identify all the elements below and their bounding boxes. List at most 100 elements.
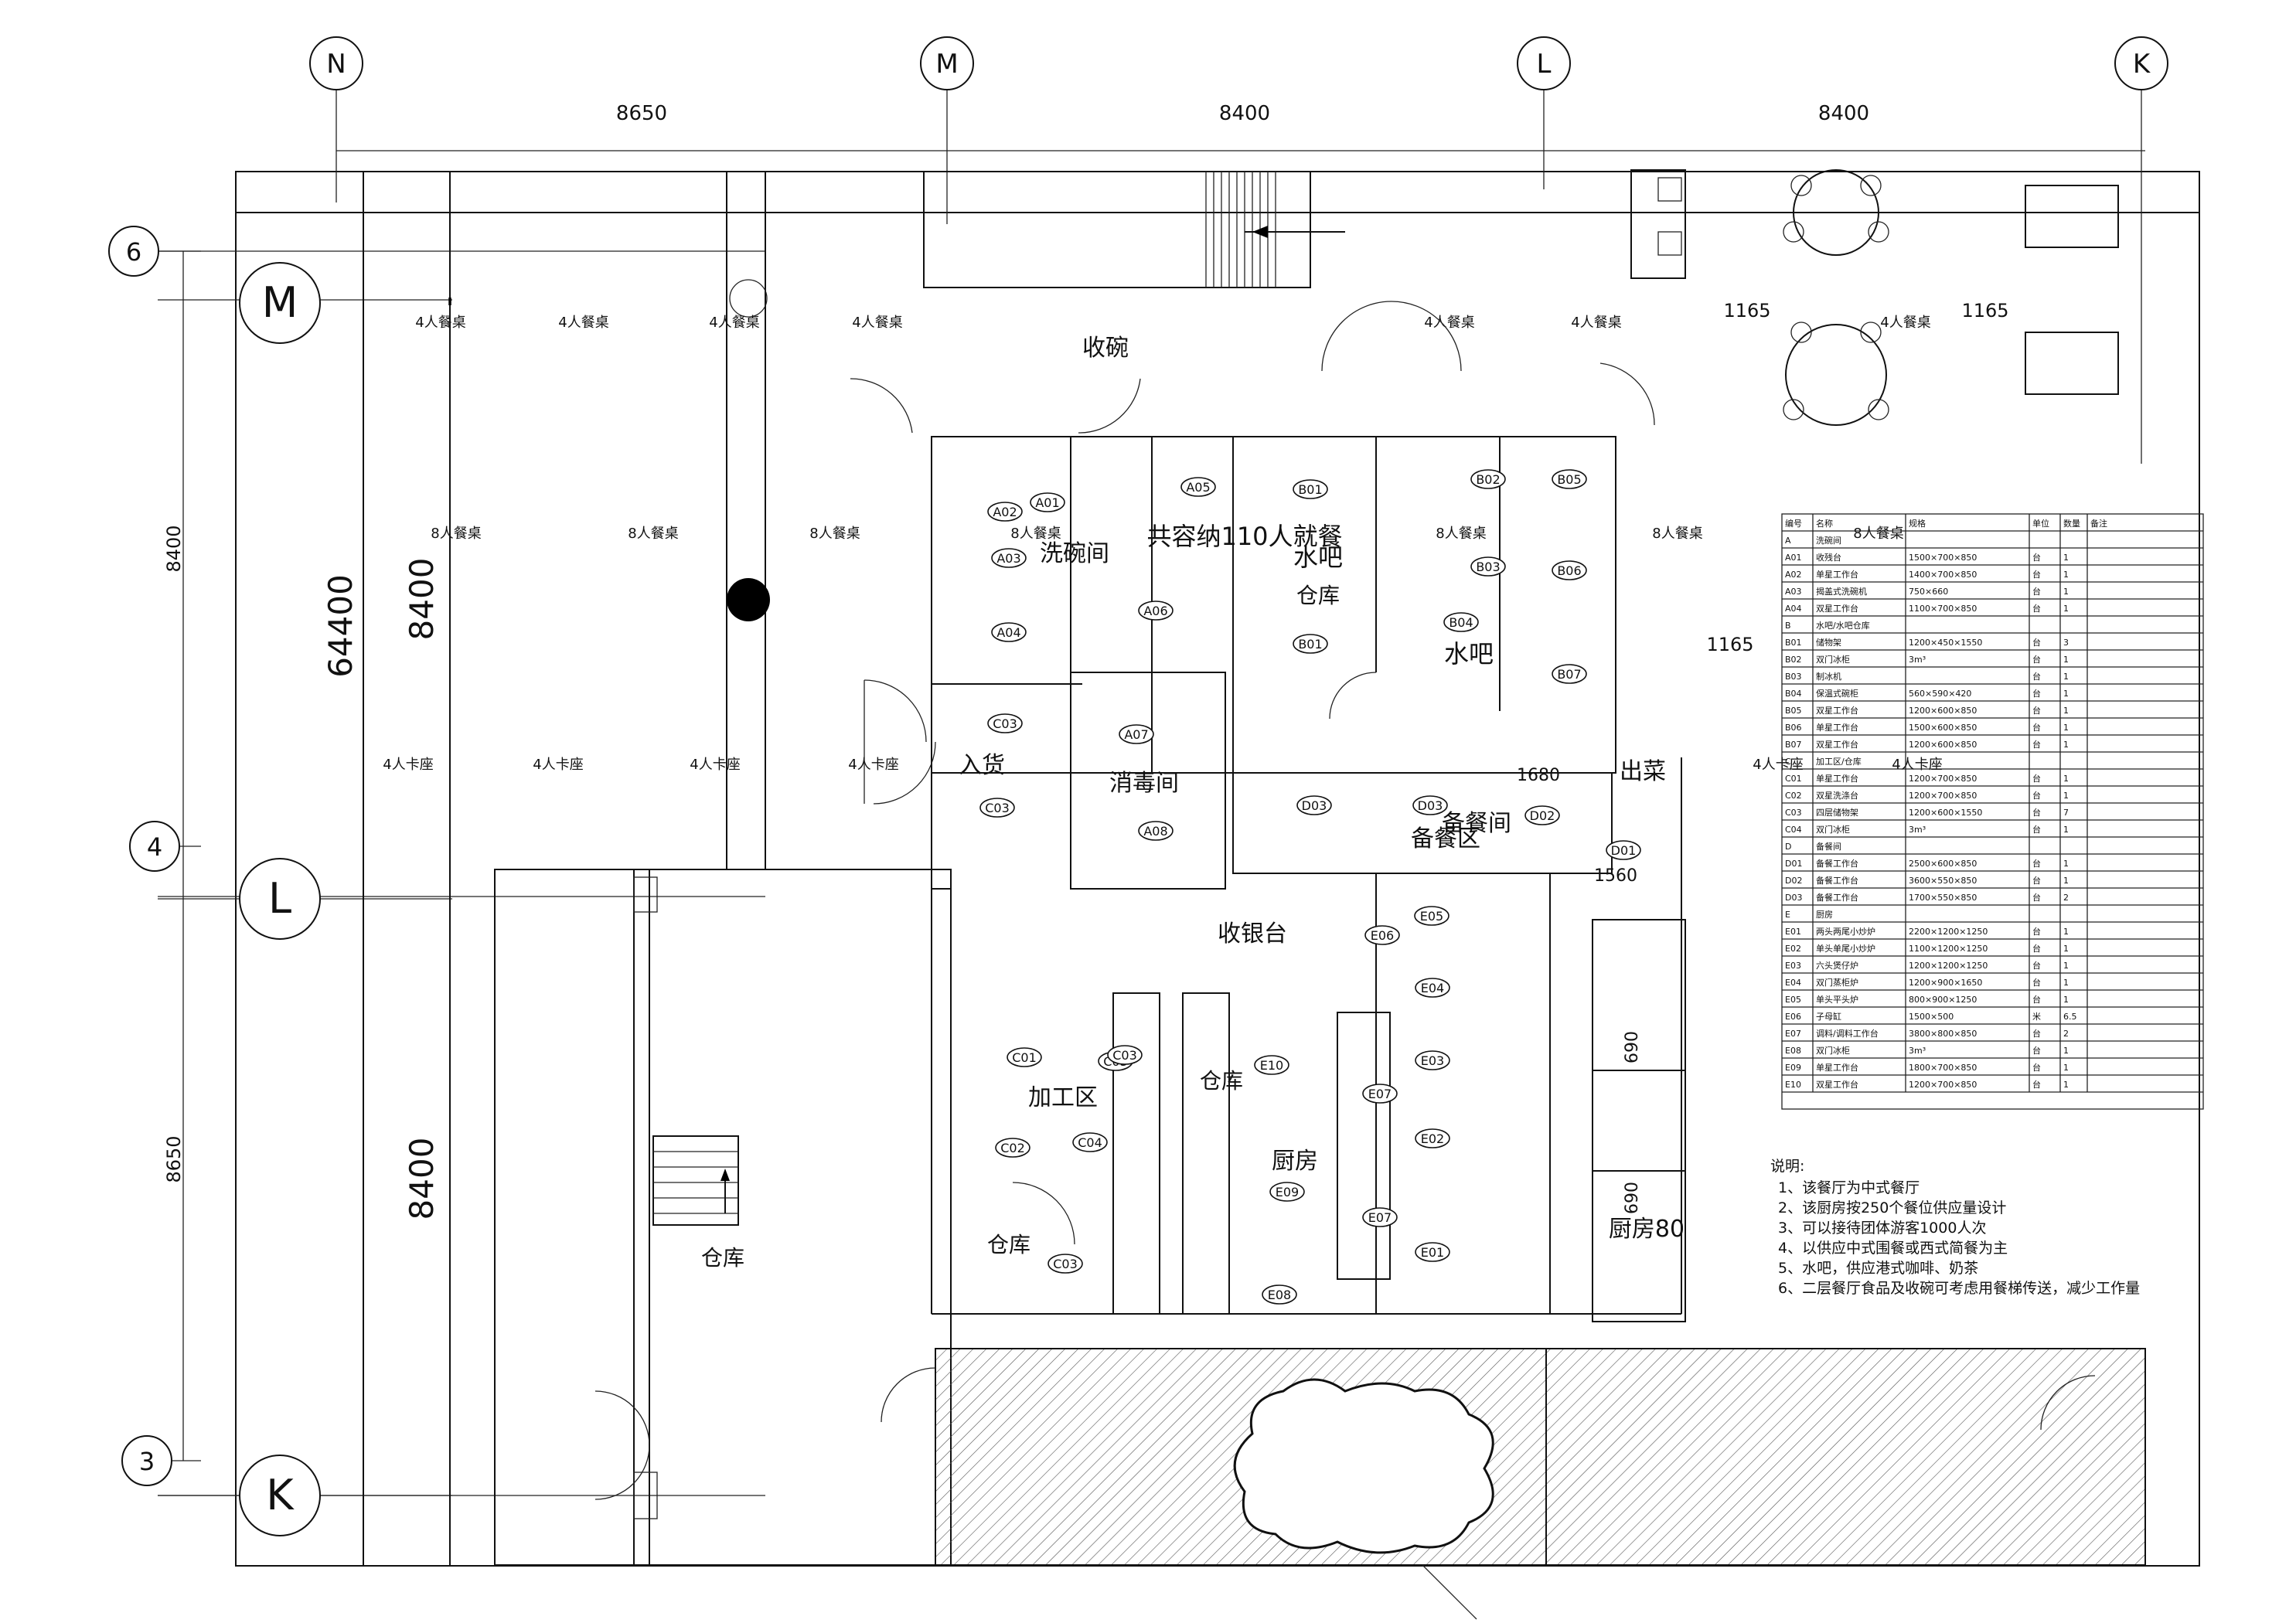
schedule-cell: 台 xyxy=(2032,705,2041,716)
schedule-cell: 加工区/仓库 xyxy=(1816,756,1862,767)
schedule-cell: 单星工作台 xyxy=(1816,773,1858,784)
schedule-cell: 1200×600×850 xyxy=(1909,740,1977,750)
schedule-cell: 台 xyxy=(2032,807,2041,818)
axis-6: 6 xyxy=(108,226,159,277)
svg-text:M: M xyxy=(262,278,298,327)
dim-top-2: 8400 xyxy=(1219,102,1270,125)
svg-text:1165: 1165 xyxy=(1961,300,2008,322)
schedule-cell: E02 xyxy=(1785,944,1801,954)
room-labels: 洗碗间 消毒间 入货 收碗 备餐间 备餐区 收银台 加工区 厨房 厨房80 仓库… xyxy=(701,335,1685,1271)
equipment-tag: A07 xyxy=(1119,724,1154,744)
schedule-cell: 六头煲仔炉 xyxy=(1816,961,1858,971)
svg-text:1165: 1165 xyxy=(1723,300,1770,322)
schedule-cell: 1 xyxy=(2063,876,2069,886)
equipment-tag: C03 xyxy=(1107,1045,1143,1065)
room-store-3: 仓库 xyxy=(1296,583,1340,608)
dimension-labels: 8650 8400 8400 8400 8650 64400 8400 8400… xyxy=(163,102,2009,1220)
schedule-cell: 1 xyxy=(2063,927,2069,937)
svg-text:E08: E08 xyxy=(1268,1288,1291,1302)
schedule-header: 单位 xyxy=(2032,518,2049,529)
axis-4: 4 xyxy=(129,821,180,872)
schedule-cell: 台 xyxy=(2032,960,2041,971)
note-3: 3、可以接待团体游客1000人次 xyxy=(1778,1220,1986,1237)
schedule-cell: 备餐工作台 xyxy=(1816,858,1858,869)
room-process: 加工区 xyxy=(1028,1084,1098,1111)
equipment-tag: A05 xyxy=(1180,477,1216,497)
svg-text:A03: A03 xyxy=(996,551,1020,566)
equipment-tag: D02 xyxy=(1524,805,1560,825)
equipment-tag: C04 xyxy=(1072,1132,1108,1152)
equipment-tag: C01 xyxy=(1007,1047,1042,1067)
schedule-cell: C04 xyxy=(1785,825,1802,835)
schedule-cell: 收残台 xyxy=(1816,552,1841,563)
column-marker xyxy=(727,578,770,621)
equipment-tag: C03 xyxy=(979,798,1015,818)
schedule-cell: 台 xyxy=(2032,977,2041,988)
schedule-cell: 保温式碗柜 xyxy=(1816,688,1858,699)
svg-text:690: 690 xyxy=(1623,1031,1642,1063)
axis-K-left: K xyxy=(239,1455,321,1536)
dim-left-outer-1: 8400 xyxy=(163,525,185,572)
schedule-cell: 台 xyxy=(2032,739,2041,750)
svg-text:1680: 1680 xyxy=(1517,766,1560,785)
round-tables xyxy=(1630,169,2119,426)
svg-text:A08: A08 xyxy=(1143,824,1167,839)
svg-text:4人卡座: 4人卡座 xyxy=(690,757,740,773)
svg-text:C03: C03 xyxy=(993,716,1017,731)
schedule-cell: 台 xyxy=(2032,858,2041,869)
schedule-cell: 双门冰柜 xyxy=(1816,654,1850,665)
equipment-tag: D01 xyxy=(1606,840,1641,860)
svg-text:C04: C04 xyxy=(1078,1135,1102,1150)
schedule-cell: 台 xyxy=(2032,824,2041,835)
schedule-cell: 1 xyxy=(2063,706,2069,716)
equipment-tag: A02 xyxy=(987,502,1023,522)
schedule-cell: B04 xyxy=(1785,689,1802,699)
schedule-cell: 1 xyxy=(2063,672,2069,682)
room-bar-2: 水吧 xyxy=(1444,639,1494,669)
svg-text:8人餐桌: 8人餐桌 xyxy=(628,526,678,542)
schedule-cell: 水吧/水吧仓库 xyxy=(1816,620,1870,631)
schedule-cell: 1200×1200×1250 xyxy=(1909,961,1988,971)
schedule-cell: 1200×700×850 xyxy=(1909,774,1977,784)
schedule-cell: D xyxy=(1785,842,1791,852)
room-washing: 洗碗间 xyxy=(1040,540,1109,567)
equipment-tag: B03 xyxy=(1470,556,1506,577)
schedule-cell: 台 xyxy=(2032,1079,2041,1090)
svg-text:6: 6 xyxy=(126,237,141,267)
schedule-cell: 3 xyxy=(2063,638,2069,648)
svg-text:B02: B02 xyxy=(1476,472,1500,487)
svg-text:B05: B05 xyxy=(1557,472,1581,487)
schedule-cell: 备餐间 xyxy=(1816,841,1841,852)
equipment-tag: A08 xyxy=(1138,821,1174,841)
schedule-cell: 1 xyxy=(2063,859,2069,869)
svg-text:D02: D02 xyxy=(1530,808,1555,823)
schedule-cell: 子母缸 xyxy=(1816,1011,1841,1022)
schedule-cell: B07 xyxy=(1785,740,1802,750)
dining-hall xyxy=(363,172,770,1566)
svg-text:4: 4 xyxy=(147,832,162,862)
schedule-cell: B05 xyxy=(1785,706,1802,716)
schedule-cell: 1 xyxy=(2063,944,2069,954)
schedule-cell: 双星工作台 xyxy=(1816,603,1858,614)
svg-text:4人餐桌: 4人餐桌 xyxy=(1880,315,1930,331)
svg-text:B04: B04 xyxy=(1449,615,1473,630)
svg-text:L: L xyxy=(1537,49,1552,80)
schedule-cell: 调料/调料工作台 xyxy=(1816,1028,1879,1039)
svg-text:B01: B01 xyxy=(1298,482,1322,497)
svg-text:A07: A07 xyxy=(1124,727,1148,742)
equipment-tags: A01A02A03A04A05A06A07A08B01B01B02B03B04B… xyxy=(979,469,1641,1305)
svg-text:E05: E05 xyxy=(1420,909,1443,924)
schedule-cell: 2 xyxy=(2063,893,2069,903)
dim-left-outer-2: 8650 xyxy=(163,1135,185,1182)
schedule-cell: A03 xyxy=(1785,587,1802,597)
schedule-cell: 1500×600×850 xyxy=(1909,723,1977,733)
schedule-cell: 3800×800×850 xyxy=(1909,1029,1977,1039)
svg-text:B03: B03 xyxy=(1476,560,1500,574)
equipment-tag: B04 xyxy=(1443,612,1479,632)
notes-title: 说明: xyxy=(1770,1158,1804,1175)
table-labels: 4人餐桌 4人餐桌 4人餐桌 4人餐桌 4人餐桌 4人餐桌 4人餐桌 8人餐桌 … xyxy=(383,315,1942,773)
axis-L-left: L xyxy=(239,858,321,940)
svg-text:4人餐桌: 4人餐桌 xyxy=(558,315,608,331)
note-4: 4、以供应中式围餐或西式简餐为主 xyxy=(1778,1240,2008,1257)
svg-text:B06: B06 xyxy=(1557,563,1581,578)
